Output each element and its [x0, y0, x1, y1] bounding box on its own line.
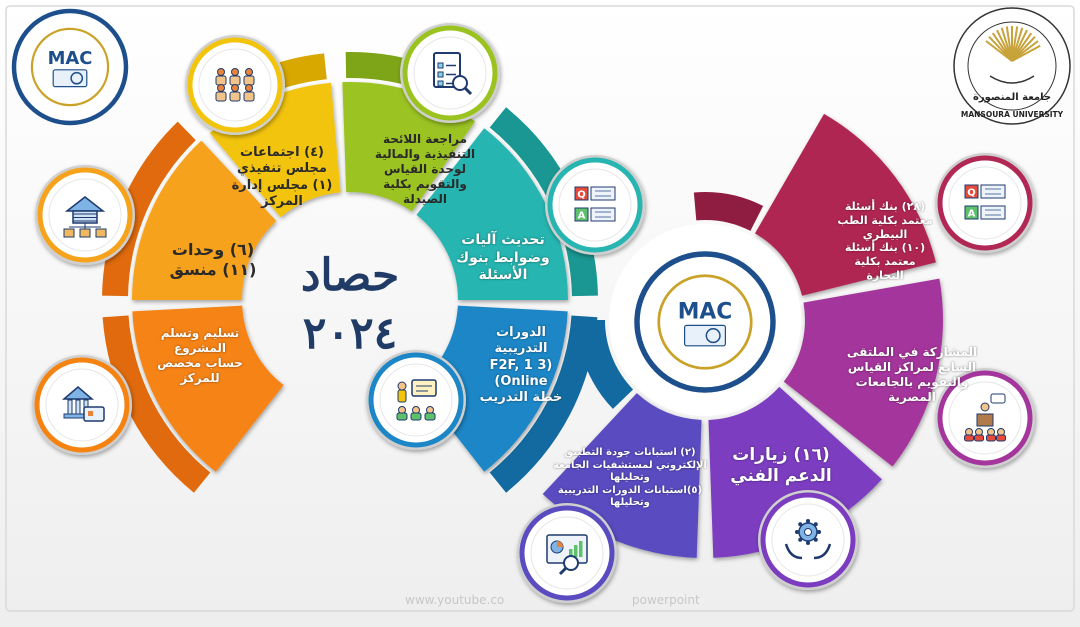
- segment-units-outer-band: [102, 121, 196, 297]
- segment-qbank-outer-band: [489, 107, 598, 297]
- icon-circle-meetings: [185, 35, 285, 135]
- segment-qbank: [416, 128, 568, 300]
- watermark-left: www.youtube.co: [405, 593, 505, 607]
- icon-circle-forum: [935, 368, 1035, 468]
- segment-units: [132, 140, 277, 300]
- mac-center-logo: MAC: [634, 251, 776, 393]
- segment-training-outer-band: [489, 315, 598, 493]
- segment-banks: [755, 113, 936, 296]
- university-logo-arabic: جامعة المنصورة: [973, 92, 1051, 103]
- mac-corner-logo: MAC: [11, 8, 129, 126]
- university-logo-english: MANSOURA UNIVERSITY: [961, 110, 1064, 119]
- watermark-right: powerpoint: [632, 593, 700, 607]
- title-word: حصاد: [300, 250, 400, 301]
- icon-circle-bylaw: [400, 23, 500, 123]
- qa-icon-a: A: [578, 211, 586, 222]
- university-logo: جامعة المنصورة MANSOURA UNIVERSITY: [953, 7, 1071, 125]
- icon-circle-account: [32, 355, 132, 455]
- title-year: ٢٠٢٤: [302, 308, 398, 359]
- segment-account-outer-band: [102, 315, 211, 493]
- segment-account: [132, 305, 284, 472]
- icon-circle-training: [366, 350, 466, 450]
- segment-units-text: (٦) وحدات(١١) منسق: [169, 240, 257, 279]
- qa-icon-q: Q: [967, 188, 976, 199]
- icon-circle-visits: [758, 490, 858, 590]
- qa-icon-q: Q: [577, 190, 586, 201]
- icon-circle-qbank: QA: [545, 155, 645, 255]
- mac-center-logo-abbr: MAC: [678, 300, 732, 325]
- connector-band-maroon: [693, 191, 764, 231]
- segment-forum: [783, 278, 943, 467]
- icon-circle-surveys: [517, 503, 617, 603]
- connector-band-blue: [577, 320, 634, 409]
- mac-corner-logo-abbr: MAC: [48, 48, 93, 69]
- icon-circle-banks: QA: [935, 153, 1035, 253]
- qa-icon-a: A: [968, 209, 976, 220]
- icon-circle-units: [35, 165, 135, 265]
